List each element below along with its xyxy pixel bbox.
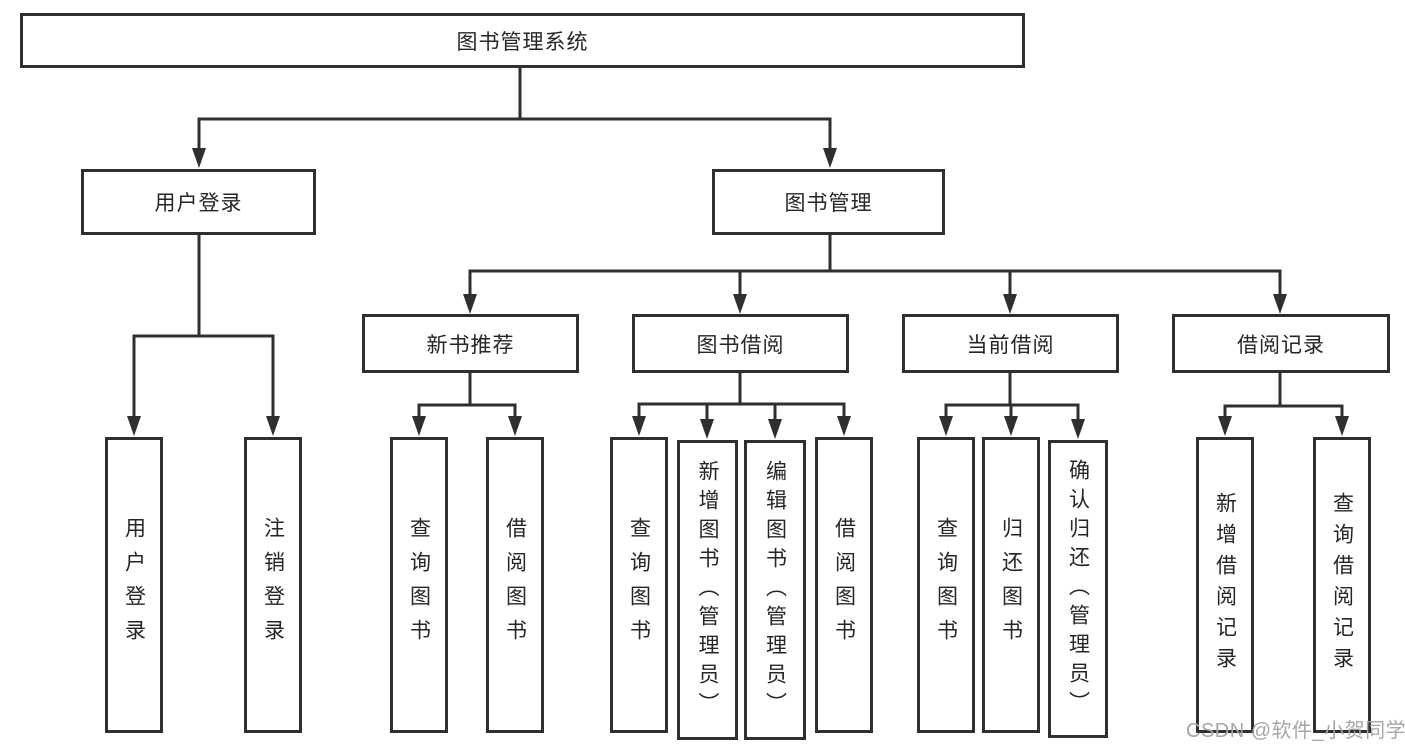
leaf-user-login: 用户登录 — [105, 437, 163, 733]
connector-group-new-book-recommendation — [412, 372, 522, 436]
leaf-borrowing-borrow-books-label: 借阅图书 — [832, 517, 856, 653]
leaf-logout-login-label: 注销登录 — [261, 517, 285, 653]
connector-group-book-management — [463, 234, 1287, 314]
node-current-borrowing: 当前借阅 — [902, 314, 1119, 373]
node-borrowing-records-label: 借阅记录 — [1237, 333, 1325, 357]
leaf-records-query-record-label: 查询借阅记录 — [1330, 492, 1354, 678]
node-user-login-label: 用户登录 — [154, 192, 243, 215]
node-user-login: 用户登录 — [81, 169, 316, 235]
node-current-borrowing-label: 当前借阅 — [966, 333, 1055, 357]
leaf-borrowing-add-books-admin: 新增图书（管理员） — [677, 440, 738, 740]
leaf-current-query-books-label: 查询图书 — [934, 517, 958, 653]
connector-group-current-borrowing — [939, 372, 1085, 439]
leaf-current-return-books-label: 归还图书 — [999, 517, 1023, 653]
connector-group-user-login — [127, 235, 280, 436]
leaf-borrowing-edit-books-admin: 编辑图书（管理员） — [744, 440, 806, 740]
node-new-book-recommendation-label: 新书推荐 — [426, 333, 515, 357]
leaf-borrowing-edit-books-admin-label: 编辑图书（管理员） — [763, 459, 787, 721]
node-book-management-label: 图书管理 — [784, 192, 873, 215]
leaf-borrowing-borrow-books: 借阅图书 — [815, 437, 873, 733]
node-borrowing-records: 借阅记录 — [1172, 314, 1390, 373]
leaf-records-query-record: 查询借阅记录 — [1313, 437, 1371, 733]
connector-group-book-borrowing — [632, 372, 851, 439]
leaf-records-add-record: 新增借阅记录 — [1196, 437, 1254, 733]
csdn-watermark: CSDN @软件_小贺同学 — [1186, 720, 1405, 742]
node-book-borrowing-label: 图书借阅 — [696, 333, 785, 357]
leaf-newbook-query-books-label: 查询图书 — [407, 517, 431, 653]
leaf-borrowing-query-books-label: 查询图书 — [627, 517, 651, 653]
node-root-system-label: 图书管理系统 — [456, 30, 589, 54]
connector-group-borrowing-records — [1218, 372, 1349, 436]
connector-group-root — [192, 68, 837, 168]
leaf-current-query-books: 查询图书 — [917, 437, 975, 733]
leaf-borrowing-query-books: 查询图书 — [610, 437, 668, 733]
leaf-current-return-books: 归还图书 — [982, 437, 1040, 733]
node-book-management: 图书管理 — [712, 169, 945, 235]
node-book-borrowing: 图书借阅 — [632, 314, 849, 373]
leaf-newbook-query-books: 查询图书 — [390, 437, 448, 733]
leaf-logout-login: 注销登录 — [244, 437, 302, 733]
leaf-newbook-borrow-books: 借阅图书 — [486, 437, 544, 733]
leaf-borrowing-add-books-admin-label: 新增图书（管理员） — [696, 459, 719, 721]
leaf-user-login-label: 用户登录 — [122, 517, 146, 653]
leaf-current-confirm-return-admin-label: 确认归还（管理员） — [1066, 458, 1090, 720]
leaf-records-add-record-label: 新增借阅记录 — [1213, 492, 1237, 678]
node-new-book-recommendation: 新书推荐 — [362, 314, 579, 373]
leaf-current-confirm-return-admin: 确认归还（管理员） — [1048, 440, 1108, 738]
leaf-newbook-borrow-books-label: 借阅图书 — [503, 517, 527, 653]
node-root-system: 图书管理系统 — [20, 13, 1025, 68]
